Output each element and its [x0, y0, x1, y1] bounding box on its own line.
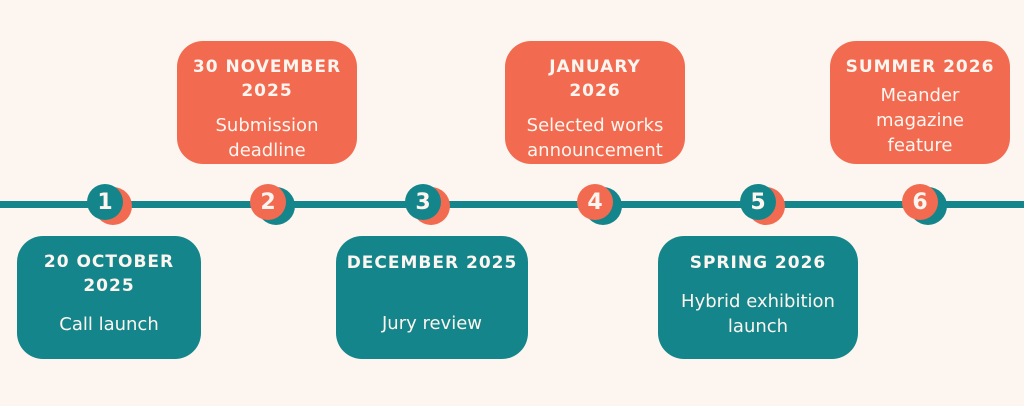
milestone-description: Hybrid exhibition launch — [681, 291, 835, 337]
milestone-date: 20 OCTOBER 2025 — [43, 252, 175, 296]
milestone-number-4: 4 — [577, 184, 613, 220]
milestone-card-4: JANUARY 2026 Selected works announcement — [505, 41, 685, 164]
milestone-description: Selected works announcement — [526, 115, 664, 161]
milestone-description: Submission deadline — [215, 115, 319, 161]
milestone-number-5: 5 — [740, 184, 776, 220]
milestone-description: Call launch — [59, 314, 159, 335]
milestone-date: SPRING 2026 — [689, 253, 827, 273]
milestone-date: DECEMBER 2025 — [346, 253, 518, 273]
milestone-card-2: 30 NOVEMBER 2025 Submission deadline — [177, 41, 357, 164]
milestone-date: SUMMER 2026 — [845, 57, 995, 77]
milestone-card-5: SPRING 2026 Hybrid exhibition launch — [658, 236, 858, 359]
milestone-marker-5: 5 — [740, 184, 785, 225]
milestone-marker-4: 4 — [577, 184, 622, 225]
milestone-number-1: 1 — [87, 184, 123, 220]
milestone-number-6: 6 — [902, 184, 938, 220]
milestone-date: JANUARY 2026 — [549, 57, 641, 101]
milestone-number-3: 3 — [405, 184, 441, 220]
milestone-number-2: 2 — [250, 184, 286, 220]
milestone-marker-3: 3 — [405, 184, 450, 225]
milestone-marker-6: 6 — [902, 184, 947, 225]
milestone-marker-1: 1 — [87, 184, 132, 225]
milestone-description: Jury review — [381, 313, 483, 334]
milestone-card-6: SUMMER 2026 Meander magazine feature — [830, 41, 1010, 164]
milestone-card-3: DECEMBER 2025 Jury review — [336, 236, 528, 359]
timeline-line — [0, 201, 1024, 208]
milestone-card-1: 20 OCTOBER 2025 Call launch — [17, 236, 201, 359]
milestone-description: Meander magazine feature — [876, 85, 964, 156]
milestone-marker-2: 2 — [250, 184, 295, 225]
milestone-date: 30 NOVEMBER 2025 — [192, 57, 342, 101]
